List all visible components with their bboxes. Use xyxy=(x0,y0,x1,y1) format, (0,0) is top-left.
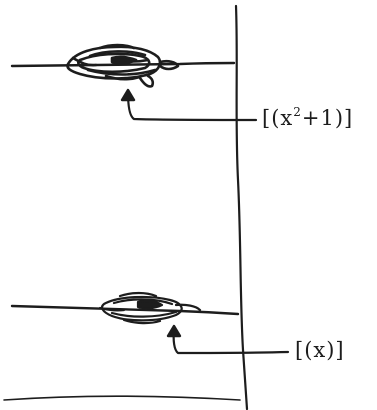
lower-label: [(x)] xyxy=(295,338,345,362)
lower-horizontal-line xyxy=(10,304,240,316)
upper-scribble-mark xyxy=(66,43,180,88)
upper-label: [(x2+1)] xyxy=(262,106,353,129)
lower-scribble-mark xyxy=(98,291,202,325)
lower-arrow-shaft xyxy=(172,328,290,355)
lower-arrow-head xyxy=(166,324,182,338)
upper-arrow-head xyxy=(120,88,136,102)
vertical-boundary-line xyxy=(234,4,249,410)
upper-label-exponent: 2 xyxy=(293,105,302,119)
upper-label-suffix: +1)] xyxy=(301,106,354,130)
upper-arrow-shaft xyxy=(126,90,258,122)
bottom-curved-line xyxy=(3,395,241,401)
upper-label-prefix: [(x xyxy=(262,106,294,130)
